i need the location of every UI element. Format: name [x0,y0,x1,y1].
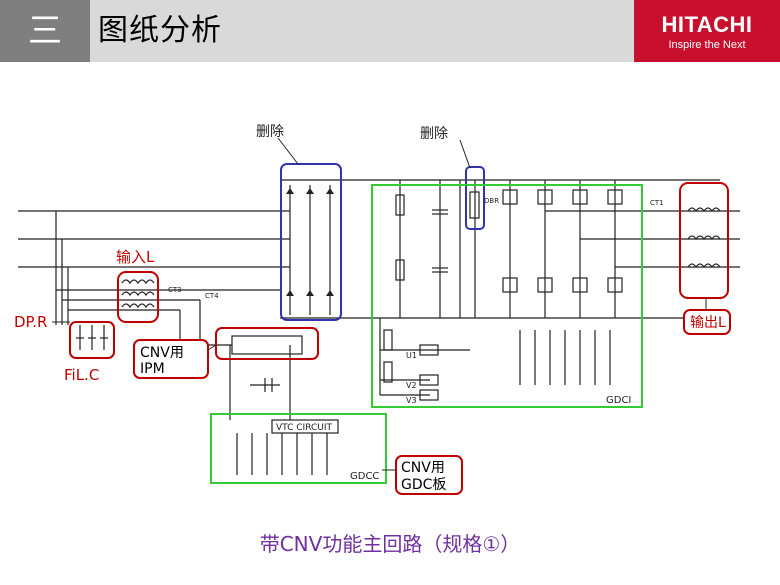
header-bar: 三 图纸分析 HITACHI Inspire the Next [0,0,780,62]
dbr-label: DBR [484,197,499,205]
leaders [52,137,707,471]
logo-brand: HITACHI [661,12,753,37]
input-l-label: 输入L [116,248,155,266]
input-l-box [117,271,159,323]
v3-label: V3 [406,396,417,405]
gdcc-label: GDCC [350,471,379,482]
output-l-callout [683,309,731,335]
cnv-gdc-callout [395,455,463,495]
v2-label: V2 [406,381,417,390]
cnv-ipm-label-1: CNV用 [140,345,184,361]
delete-label-bridge: 删除 [256,124,284,140]
page-title: 图纸分析 [98,13,222,48]
filter-cap-box [69,321,115,359]
ipm-box [215,327,319,360]
resistor-delete-box [465,166,485,230]
ct1-label: CT1 [650,199,664,207]
logo-slogan: Inspire the Next [668,39,746,51]
vtc-circuit-label: VTC CIRCUIT [276,423,333,433]
igbt-symbols [502,189,623,293]
output-l-label: 输出L [690,315,726,331]
wiring [18,179,740,475]
inductors [121,207,721,309]
delete-label-resistor: 删除 [420,126,448,142]
hitachi-logo: HITACHI Inspire the Next [634,0,780,62]
dp-r-label: DP.R [14,313,47,331]
section-number-box: 三 [0,0,90,62]
bridge-diodes [286,188,334,296]
gdci-label: GDCI [606,395,631,406]
output-l-box [679,182,729,299]
u1-label: U1 [406,351,417,360]
diagram-caption: 带CNV功能主回路（规格①） [259,532,521,556]
fil-c-label: FiL.C [64,366,99,384]
cnv-ipm-callout [133,339,209,379]
ct4-label: CT4 [205,292,219,300]
gdci-board-box [371,184,643,408]
bridge-delete-box [280,163,342,321]
cnv-ipm-label-2: IPM [140,361,165,377]
ct3-label: CT3 [168,286,182,294]
cnv-gdc-label-1: CNV用 [401,460,445,476]
gdcc-board-box [210,413,387,484]
cnv-gdc-label-2: GDC板 [401,477,446,493]
circuit-diagram: 删除 删除 输入L DP.R FiL.C CNV用 IPM CNV用 GDC板 … [14,124,740,495]
